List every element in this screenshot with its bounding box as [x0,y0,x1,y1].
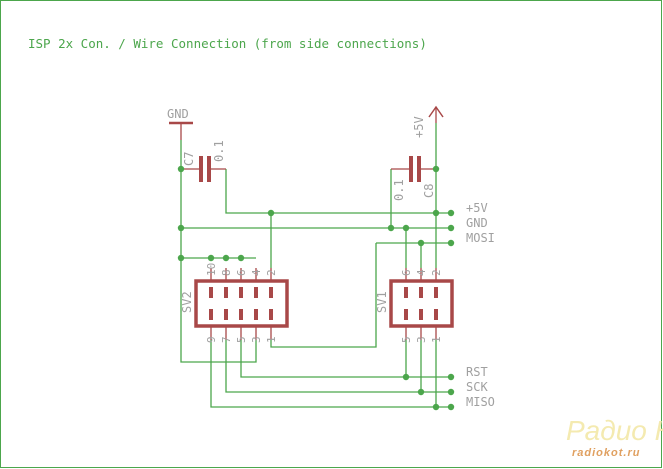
schematic-title: ISP 2x Con. / Wire Connection (from side… [28,36,427,51]
junction-dot [402,224,410,232]
pin-pad [254,287,258,298]
pin-pad [419,287,423,298]
svg-text:radiokot.ru: radiokot.ru [572,447,640,459]
signal-label-vcc: +5V [466,201,488,215]
pin-pad [434,287,438,298]
pin-label: 7 [220,336,233,343]
pin-label: 6 [400,269,413,276]
connector-name: SV2 [180,291,194,313]
junction-dot [387,224,395,232]
pin-label: 2 [265,269,278,276]
signal-label-rst: RST [466,365,488,379]
pin-pad [269,287,273,298]
pin-pad [419,309,423,320]
capacitor-c7: C7 0.1 [181,140,226,182]
pin-pad [224,309,228,320]
c7-name: C7 [182,152,196,166]
junction-dot [447,373,455,381]
pin-pad [239,287,243,298]
signal-label-sck: SCK [466,380,488,394]
pin-pad [224,287,228,298]
watermark-logo: Радио КОТ radiokot.ru [566,415,663,459]
junction-dot [417,239,425,247]
pin-pad [209,309,213,320]
capacitor-c8: 0.1 C8 [391,156,436,201]
vcc-label: +5V [412,116,426,138]
c7-value: 0.1 [212,140,226,162]
junction-dot [447,224,455,232]
pin-label: 4 [250,269,263,276]
pin-label: 6 [235,269,248,276]
junction-dot [267,209,275,217]
signal-label-miso: MISO [466,395,495,409]
pin-pad [239,309,243,320]
junctions [177,165,455,411]
c8-value: 0.1 [392,179,406,201]
c8-name: C8 [422,184,436,198]
pin-label: 4 [415,269,428,276]
pin-label: 1 [430,336,443,343]
junction-dot [447,209,455,217]
junction-dot [207,254,215,262]
pin-pad [269,309,273,320]
pin-label: 5 [400,336,413,343]
junction-dot [417,388,425,396]
junction-dot [432,165,440,173]
junction-dot [177,165,185,173]
junction-dot [177,224,185,232]
junction-dot [222,254,230,262]
junction-dot [432,209,440,217]
pin-pad [404,309,408,320]
junction-dot [237,254,245,262]
junction-dot [447,239,455,247]
junction-dot [177,254,185,262]
pin-label: 3 [415,336,428,343]
wires [180,123,451,408]
junction-dot [447,403,455,411]
pin-pad [209,287,213,298]
pin-label: 5 [235,336,248,343]
pin-pad [404,287,408,298]
svg-text:Радио КОТ: Радио КОТ [566,415,663,446]
pin-label: 8 [220,269,233,276]
pin-label: 1 [265,336,278,343]
connector-name: SV1 [375,291,389,313]
signal-label-gnd: GND [466,216,488,230]
junction-dot [432,403,440,411]
junction-dot [402,373,410,381]
connector-sv1: SV1 6 5 4 3 2 1 [375,268,454,343]
pin-label: 10 [205,263,218,276]
gnd-label: GND [167,107,189,121]
connector-sv2: SV2 10 9 8 7 6 5 4 3 2 1 [180,263,289,343]
pin-label: 9 [205,336,218,343]
signal-label-mosi: MOSI [466,231,495,245]
junction-dot [447,388,455,396]
pin-pad [254,309,258,320]
pin-pad [434,309,438,320]
pin-label: 3 [250,336,263,343]
pin-label: 2 [430,269,443,276]
